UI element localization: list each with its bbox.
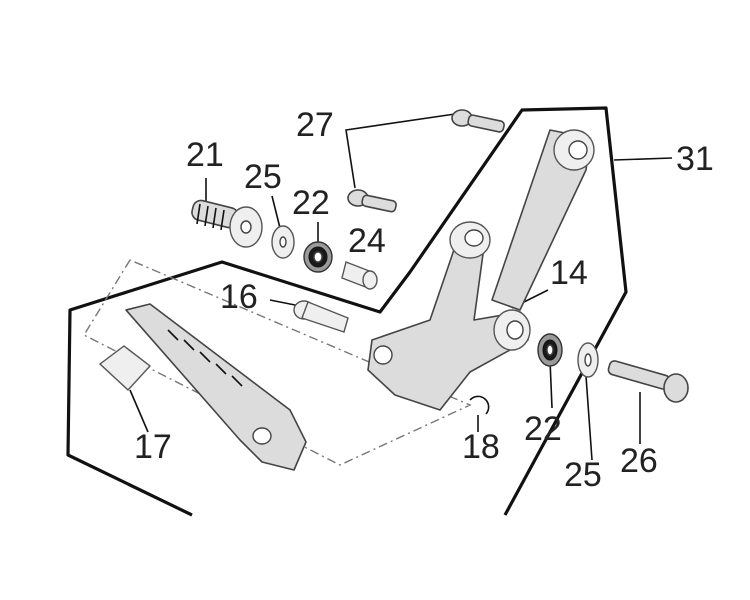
circlip-18-part — [469, 395, 490, 415]
footrest-dashed-frame — [83, 259, 472, 466]
callout-21: 21 — [186, 136, 224, 174]
callout-27: 27 — [296, 106, 334, 144]
callout-25-lower: 25 — [564, 456, 602, 494]
bearing-22-part — [303, 241, 333, 273]
callout-22-upper: 22 — [292, 184, 330, 222]
screw-27-lower-part — [347, 189, 397, 213]
leader-lines — [129, 113, 673, 461]
bearing-22-lower-part — [537, 333, 563, 367]
washer-25-lower-part — [577, 342, 599, 378]
callout-18: 18 — [462, 428, 500, 466]
bolt-26-part — [607, 360, 689, 403]
callout-22-lower: 22 — [524, 410, 562, 448]
pin-16-part — [293, 300, 349, 333]
callout-24: 24 — [348, 222, 386, 260]
leader-25b — [585, 375, 593, 461]
spacer-24-part — [341, 261, 378, 290]
callout-31: 31 — [676, 140, 714, 178]
callout-26: 26 — [620, 442, 658, 480]
callout-16: 16 — [220, 278, 258, 316]
leader-25a — [271, 195, 281, 229]
callout-17: 17 — [134, 428, 172, 466]
leader-31 — [613, 157, 673, 161]
leader-27 — [345, 113, 456, 189]
bolt-21-part — [191, 199, 263, 248]
leader-17 — [129, 389, 149, 433]
assembly-outline — [66, 106, 628, 517]
callout-25-upper: 25 — [244, 158, 282, 196]
screw-27-upper-part — [451, 109, 505, 133]
leader-22b — [549, 359, 553, 409]
bracket-31-part — [367, 129, 595, 411]
callout-14: 14 — [550, 254, 588, 292]
footrest-17-part — [98, 303, 307, 471]
washer-25-part — [271, 225, 295, 259]
